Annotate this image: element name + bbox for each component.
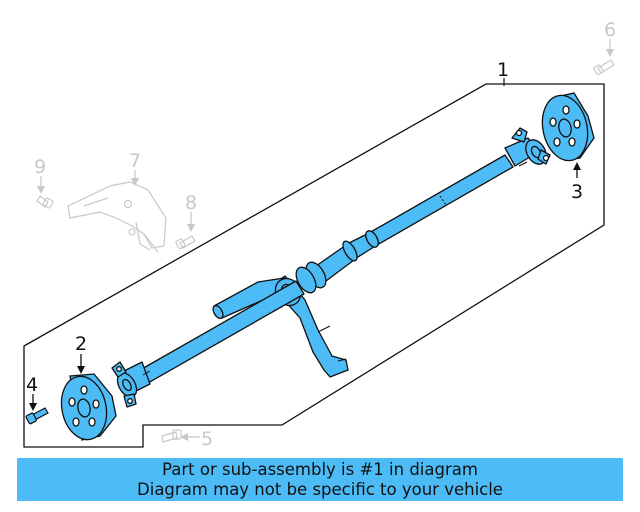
info-banner: Part or sub-assembly is #1 in diagram Di… (17, 458, 623, 501)
bolt-9-icon (36, 195, 54, 209)
callout-6: 6 (604, 19, 616, 41)
parts-diagram: 1 2 3 4 5 6 7 8 9 (23, 19, 616, 450)
bolt-8-icon (175, 235, 196, 250)
bolt-5-icon (161, 429, 182, 443)
callout-4: 4 (26, 374, 38, 396)
driveshaft-rear-tube (368, 154, 514, 246)
callout-7: 7 (129, 150, 141, 172)
callout-5: 5 (201, 428, 213, 450)
callout-2: 2 (75, 333, 87, 355)
callout-3: 3 (571, 181, 583, 203)
driveshaft (111, 127, 551, 408)
callout-8: 8 (185, 192, 197, 214)
banner-line-1: Part or sub-assembly is #1 in diagram (162, 460, 478, 479)
callout-9: 9 (34, 156, 46, 178)
front-flex-disc (60, 373, 117, 441)
banner-line-2: Diagram may not be specific to your vehi… (137, 480, 503, 499)
callout-arrows (29, 39, 614, 441)
heat-shield-bracket (67, 181, 167, 253)
rear-flex-disc (541, 92, 595, 162)
assembly-boundary (23, 83, 605, 448)
bolt-icon (25, 407, 49, 425)
callout-1: 1 (497, 59, 509, 81)
bolt-6-icon (593, 59, 615, 76)
driveshaft-front-tube (139, 280, 305, 384)
